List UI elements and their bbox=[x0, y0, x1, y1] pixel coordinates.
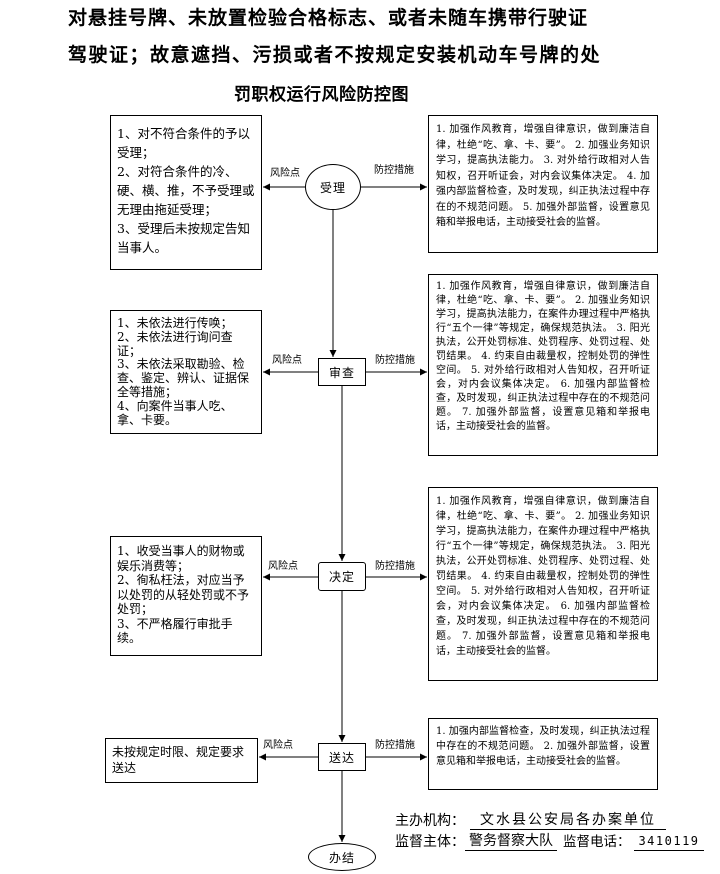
control-item: 3. 对外给行政相对人告知权，召开听证会，对内会议集体决定。 bbox=[436, 155, 650, 182]
control-item: 1. 加强作风教育，增强自律意识，做到廉洁自律，杜绝“吃、拿、卡、要”。 bbox=[436, 281, 650, 306]
host-label: 主办机构： bbox=[395, 813, 465, 829]
control-item: 2. 加强外部监督，设置意见箱和举报电话，主动接受社会的监督。 bbox=[436, 741, 650, 767]
risk-label-decision: 风险点 bbox=[268, 561, 298, 572]
control-item: 7. 加强外部监督，设置意见箱和举报电话，主动接受社会的监督。 bbox=[436, 407, 650, 432]
control-box-review: 1. 加强作风教育，增强自律意识，做到廉洁自律，杜绝“吃、拿、卡、要”。 2. … bbox=[428, 274, 658, 456]
phone-value: 3410119 bbox=[634, 832, 704, 851]
control-box-delivery: 1. 加强内部监督检查，及时发现，纠正执法过程中存在的不规范问题。 2. 加强外… bbox=[428, 718, 658, 790]
title-line-1: 对悬挂号牌、未放置检验合格标志、或者未随车携带行驶证 bbox=[68, 7, 589, 29]
control-item: 7. 加强外部监督，设置意见箱和举报电话，主动接受社会的监督。 bbox=[436, 631, 650, 657]
control-item: 3. 阳光执法，公开处罚标准、处罚程序、处罚过程、处罚结果。 bbox=[436, 323, 650, 362]
control-item: 2. 加强业务知识学习，提高执法能力。 bbox=[436, 139, 650, 167]
control-item: 6. 加强内部监督检查，及时发现，纠正执法过程中存在的不规范问题。 bbox=[436, 601, 650, 642]
risk-item: 2、徇私枉法，对应当予以处罚的从轻处罚或不予处罚； bbox=[117, 573, 250, 616]
risk-item: 2、未依法进行询问查证； bbox=[117, 329, 233, 358]
risk-item: 3、未依法采取勘验、检查、鉴定、辨认、证据保全等措施； bbox=[117, 357, 250, 399]
risk-label-delivery: 风险点 bbox=[263, 740, 293, 751]
risk-item: 未按规定时限、规定要求送达 bbox=[112, 745, 245, 775]
risk-label-accept: 风险点 bbox=[270, 168, 300, 179]
host-value: 文水县公安局各办案单位 bbox=[470, 811, 666, 830]
title-line-3: 罚职权运行风险防控图 bbox=[234, 85, 409, 105]
title-line-2: 驾驶证；故意遮挡、污损或者不按规定安装机动车号牌的处 bbox=[68, 44, 602, 66]
control-item: 4. 约束自由裁量权，控制处罚的弹性空间。 bbox=[436, 571, 650, 597]
control-item: 2. 加强业务知识学习，提高执法能力，在案件办理过程中严格执行“五个一律”等规定… bbox=[436, 511, 650, 552]
node-review: 审查 bbox=[318, 358, 366, 386]
risk-item: 1、对不符合条件的予以受理； bbox=[117, 126, 250, 160]
risk-item: 3、受理后未按规定告知当事人。 bbox=[117, 221, 250, 255]
control-item: 1. 加强作风教育，增强自律意识，做到廉洁自律，杜绝“吃、拿、卡、要”。 bbox=[436, 496, 650, 522]
node-decision: 决定 bbox=[318, 562, 366, 591]
control-item: 1. 加强内部监督检查，及时发现，纠正执法过程中存在的不规范问题。 bbox=[436, 726, 650, 752]
control-item: 2. 加强业务知识学习，提高执法能力，在案件办理过程中严格执行“五个一律”等规定… bbox=[436, 295, 650, 334]
risk-box-accept: 1、对不符合条件的予以受理； 2、对符合条件的冷、硬、横、推，不予受理或无理由拖… bbox=[110, 115, 262, 270]
control-text: 1. 加强作风教育，增强自律意识，做到廉洁自律，杜绝“吃、拿、卡、要”。 2. … bbox=[436, 280, 650, 434]
risk-item: 2、对符合条件的冷、硬、横、推，不予受理或无理由拖延受理； bbox=[117, 164, 255, 217]
risk-item: 1、未依法进行传唤； bbox=[117, 316, 233, 330]
supervisor-value: 警务督察大队 bbox=[465, 832, 557, 851]
control-item: 6. 加强内部监督检查，及时发现，纠正执法过程中存在的不规范问题。 bbox=[436, 379, 650, 418]
control-label-accept: 防控措施 bbox=[374, 165, 414, 176]
control-label-review: 防控措施 bbox=[375, 355, 415, 366]
risk-box-review: 1、未依法进行传唤； 2、未依法进行询问查证； 3、未依法采取勘验、检查、鉴定、… bbox=[110, 310, 262, 434]
risk-item: 4、向案件当事人吃、拿、卡要。 bbox=[117, 398, 233, 427]
control-label-decision: 防控措施 bbox=[375, 561, 415, 572]
control-item: 5. 加强外部监督，设置意见箱和举报电话，主动接受社会的监督。 bbox=[436, 201, 650, 229]
node-delivery: 送达 bbox=[318, 743, 366, 771]
risk-label-review: 风险点 bbox=[272, 355, 302, 366]
control-item: 1. 加强作风教育，增强自律意识，做到廉洁自律，杜绝“吃、拿、卡、要”。 bbox=[436, 124, 650, 151]
control-text: 1. 加强作风教育，增强自律意识，做到廉洁自律，杜绝“吃、拿、卡、要”。 2. … bbox=[436, 494, 650, 659]
node-accept: 受理 bbox=[305, 164, 361, 210]
control-item: 4. 加强内部监督检查，及时发现，纠正执法过程中存在的不规范问题。 bbox=[436, 170, 650, 213]
control-box-decision: 1. 加强作风教育，增强自律意识，做到廉洁自律，杜绝“吃、拿、卡、要”。 2. … bbox=[428, 487, 658, 681]
control-box-accept: 1. 加强作风教育，增强自律意识，做到廉洁自律，杜绝“吃、拿、卡、要”。 2. … bbox=[428, 115, 658, 253]
risk-box-delivery: 未按规定时限、规定要求送达 bbox=[105, 738, 258, 783]
node-close: 办结 bbox=[308, 843, 376, 871]
risk-item: 3、不严格履行审批手续。 bbox=[117, 616, 233, 646]
control-item: 5. 对外给行政相对人告知权，召开听证会，对内会议集体决定。 bbox=[436, 365, 650, 390]
control-item: 4. 约束自由裁量权，控制处罚的弹性空间。 bbox=[436, 351, 650, 376]
control-label-delivery: 防控措施 bbox=[375, 740, 415, 751]
control-text: 1. 加强作风教育，增强自律意识，做到廉洁自律，杜绝“吃、拿、卡、要”。 2. … bbox=[436, 122, 650, 231]
control-item: 3. 阳光执法，公开处罚标准、处罚程序、处罚过程、处罚结果。 bbox=[436, 541, 650, 582]
phone-label: 监督电话： bbox=[563, 834, 631, 850]
risk-box-decision: 1、收受当事人的财物或娱乐消费等； 2、徇私枉法，对应当予以处罚的从轻处罚或不予… bbox=[110, 536, 262, 656]
control-text: 1. 加强内部监督检查，及时发现，纠正执法过程中存在的不规范问题。 2. 加强外… bbox=[436, 724, 650, 769]
control-item: 5. 对外给行政相对人告知权，召开听证会，对内会议集体决定。 bbox=[436, 586, 650, 612]
supervisor-label: 监督主体： bbox=[395, 834, 465, 850]
risk-item: 1、收受当事人的财物或娱乐消费等； bbox=[117, 544, 245, 573]
